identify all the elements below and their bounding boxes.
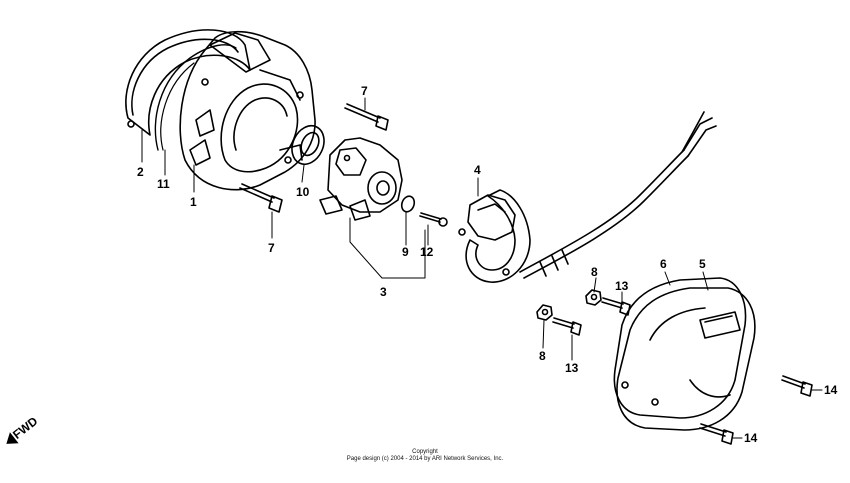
leader-lines <box>141 97 823 439</box>
callout-14-lower: 14 <box>744 431 758 445</box>
callout-3: 3 <box>380 285 387 299</box>
callout-13-lower: 13 <box>565 361 579 375</box>
oil-seal-part <box>291 124 325 166</box>
nut-part <box>585 289 602 306</box>
callout-8-upper: 8 <box>591 265 598 279</box>
callout-8-lower: 8 <box>539 349 546 363</box>
ignition-module-part <box>458 189 531 283</box>
bolt-part <box>699 423 734 445</box>
callout-1: 1 <box>190 195 197 209</box>
bolt-part <box>344 103 389 131</box>
callout-7-top: 7 <box>361 84 368 98</box>
washer-part <box>400 195 416 213</box>
callout-9: 9 <box>402 245 409 259</box>
callout-10: 10 <box>296 185 310 199</box>
callout-2: 2 <box>137 165 144 179</box>
generator-cover-part <box>616 287 756 431</box>
callout-13-upper: 13 <box>615 279 629 293</box>
bolt-part <box>601 297 631 316</box>
callout-5: 5 <box>699 257 706 271</box>
bolt-part <box>239 183 283 213</box>
bolt-part <box>781 375 813 397</box>
bolt-part <box>552 317 582 336</box>
o-ring-part <box>154 44 237 151</box>
pulser-coil-part <box>319 137 403 221</box>
stator-housing-part <box>179 30 316 191</box>
cover-gasket-part <box>613 277 747 419</box>
page-design-credit: Page design (c) 2004 - 2014 by ARI Netwo… <box>346 456 504 462</box>
nut-part <box>536 304 553 321</box>
callout-14-upper: 14 <box>824 383 838 397</box>
gasket-part <box>125 29 251 136</box>
callout-labels: 2 11 1 10 7 7 3 9 12 4 8 13 6 5 8 13 14 … <box>137 84 838 445</box>
callout-12: 12 <box>420 245 434 259</box>
wire-harness-part <box>519 111 717 279</box>
callout-11: 11 <box>157 177 170 191</box>
callout-4: 4 <box>474 163 481 177</box>
callout-6: 6 <box>660 257 667 271</box>
screw-part <box>419 212 448 227</box>
callout-7-left: 7 <box>268 241 275 255</box>
copyright-line: Copyright <box>412 449 438 455</box>
